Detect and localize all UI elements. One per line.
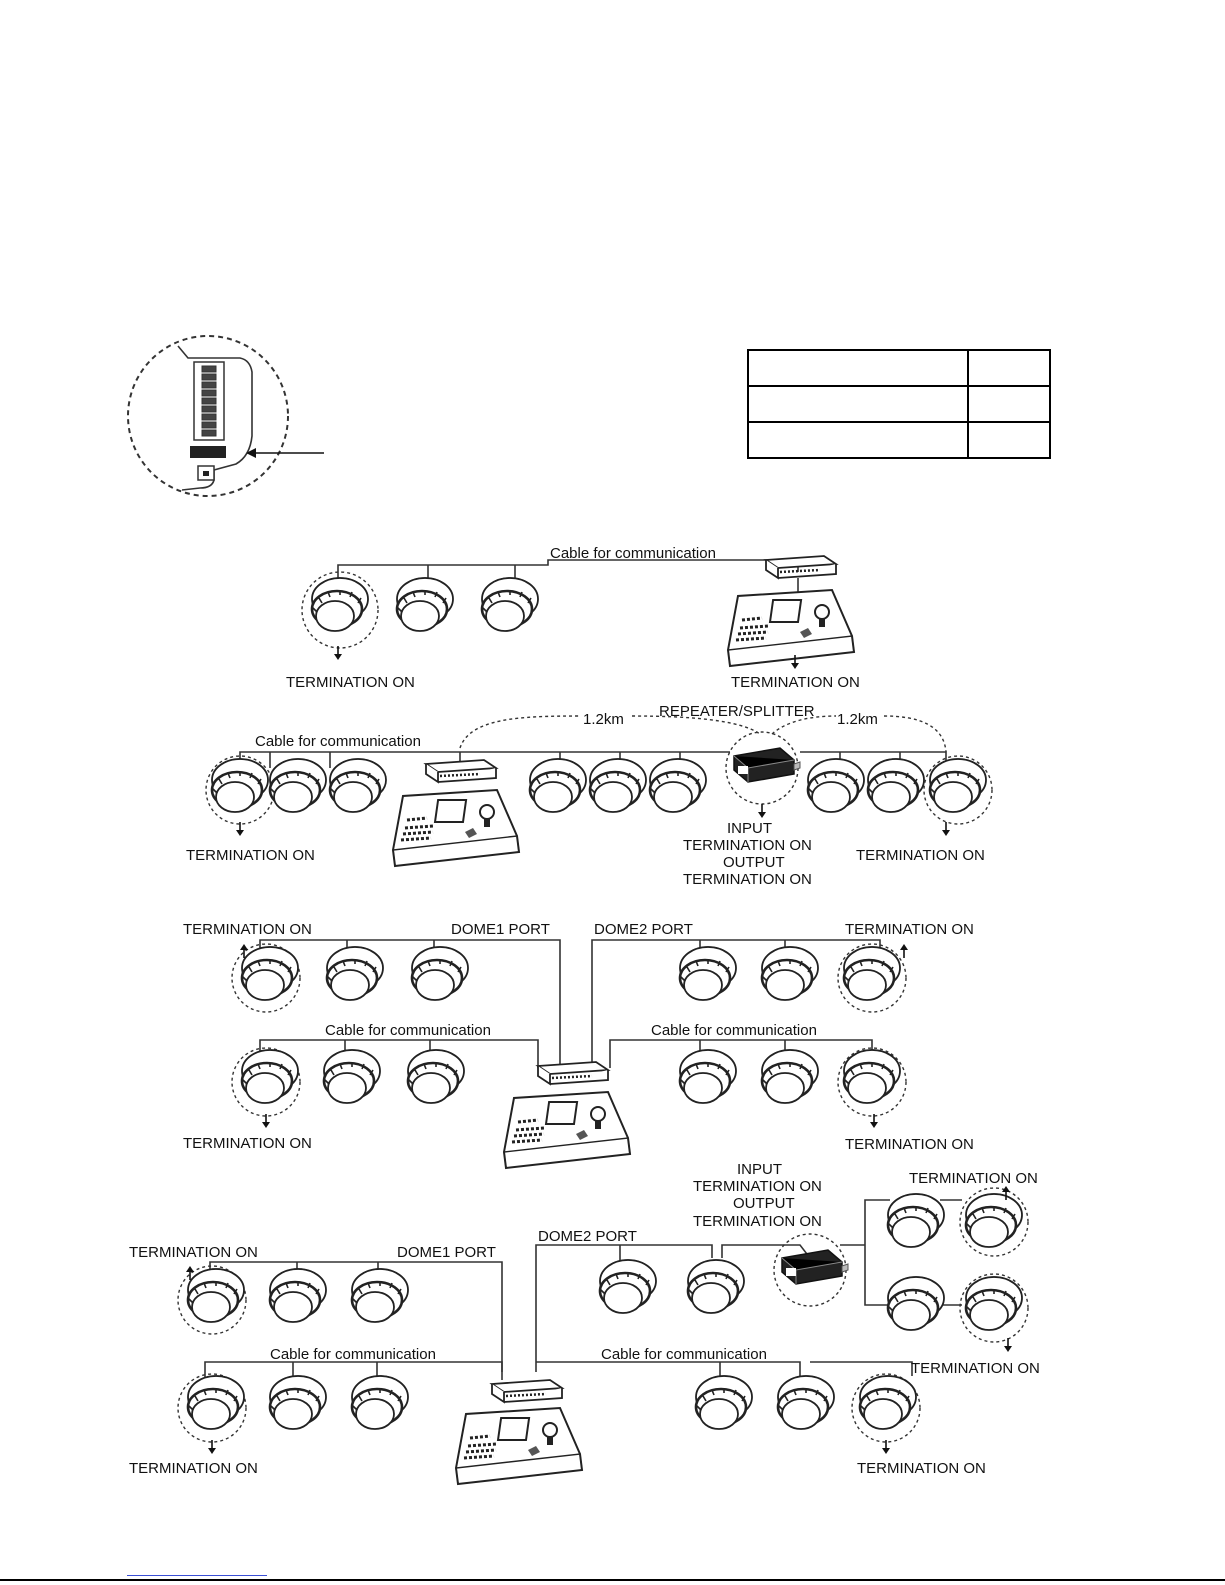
- dome-camera-icon: [866, 757, 926, 814]
- cable-label: Cable for communication: [270, 1346, 436, 1363]
- keyboard-controller-icon: [726, 588, 856, 668]
- dome-camera-icon: [186, 1374, 246, 1431]
- port-label: DOME1 PORT: [397, 1244, 496, 1261]
- cable-label: Cable for communication: [651, 1022, 817, 1039]
- dome-camera-icon: [480, 576, 540, 633]
- dome-camera-icon: [678, 1048, 738, 1105]
- dome-camera-icon: [928, 757, 988, 814]
- dome-camera-icon: [328, 757, 388, 814]
- termination-label: TERMINATION ON: [286, 674, 415, 691]
- distance-label: 1.2km: [583, 711, 624, 728]
- diagram-single-keyboard: Cable for communication TERMINATION ON T…: [286, 545, 860, 691]
- keyboard-controller-icon: [502, 1090, 632, 1170]
- termination-label: TERMINATION ON: [911, 1360, 1040, 1377]
- port-label: DOME1 PORT: [451, 921, 550, 938]
- cable-label: Cable for communication: [325, 1022, 491, 1039]
- repeater-label: REPEATER/SPLITTER: [659, 703, 815, 720]
- input-label: INPUT: [727, 820, 772, 837]
- input-label: INPUT: [737, 1161, 782, 1178]
- footer-link-underline[interactable]: [127, 1575, 267, 1576]
- dome-camera-icon: [842, 945, 902, 1002]
- dome-camera-icon: [240, 945, 300, 1002]
- dome-camera-icon: [350, 1374, 410, 1431]
- dome-camera-icon: [760, 1048, 820, 1105]
- dome-camera-icon: [410, 945, 470, 1002]
- dome-camera-icon: [268, 1374, 328, 1431]
- termination-label: TERMINATION ON: [909, 1170, 1038, 1187]
- diagram-dual-port: TERMINATION ON DOME1 PORT DOME2 PORT TER…: [183, 921, 974, 1170]
- dome-camera-icon: [588, 757, 648, 814]
- dome-camera-icon: [964, 1275, 1024, 1332]
- termination-label: TERMINATION ON: [683, 871, 812, 888]
- dome-camera-icon: [842, 1048, 902, 1105]
- termination-label: TERMINATION ON: [731, 674, 860, 691]
- table-row: [747, 385, 1051, 423]
- port-label: DOME2 PORT: [594, 921, 693, 938]
- cable-label: Cable for communication: [550, 545, 716, 562]
- dome-camera-icon: [528, 757, 588, 814]
- cable-label: Cable for communication: [255, 733, 421, 750]
- termination-label: TERMINATION ON: [186, 847, 315, 864]
- dome-camera-icon: [964, 1192, 1024, 1249]
- dome-camera-icon: [858, 1374, 918, 1431]
- keyboard-controller-icon: [454, 1406, 584, 1486]
- dome-camera-icon: [598, 1258, 658, 1315]
- receiver-box-icon: [490, 1378, 564, 1404]
- termination-label: TERMINATION ON: [845, 921, 974, 938]
- distance-label: 1.2km: [837, 711, 878, 728]
- dome-camera-icon: [406, 1048, 466, 1105]
- dome-camera-icon: [310, 576, 370, 633]
- termination-label: TERMINATION ON: [693, 1178, 822, 1195]
- termination-label: TERMINATION ON: [183, 1135, 312, 1152]
- dome-camera-icon: [395, 576, 455, 633]
- dome-camera-icon: [806, 757, 866, 814]
- termination-label: TERMINATION ON: [183, 921, 312, 938]
- dome-camera-icon: [694, 1374, 754, 1431]
- dome-camera-icon: [648, 757, 708, 814]
- dome-camera-icon: [760, 945, 820, 1002]
- termination-label: TERMINATION ON: [683, 837, 812, 854]
- dome-camera-icon: [886, 1192, 946, 1249]
- dome-camera-icon: [776, 1374, 836, 1431]
- diagram-dual-port-splitter: INPUT TERMINATION ON OUTPUT TERMINATION …: [129, 1161, 1040, 1486]
- termination-label: TERMINATION ON: [129, 1460, 258, 1477]
- repeater-splitter-icon: [733, 747, 801, 783]
- keyboard-controller-icon: [391, 788, 521, 868]
- spec-table: [747, 349, 1051, 459]
- dome-camera-icon: [268, 1267, 328, 1324]
- receiver-box-icon: [764, 554, 838, 580]
- dome-camera-icon: [350, 1267, 410, 1324]
- port-label: DOME2 PORT: [538, 1228, 637, 1245]
- dome-camera-icon: [678, 945, 738, 1002]
- receiver-box-icon: [536, 1060, 610, 1086]
- termination-label: TERMINATION ON: [693, 1213, 822, 1230]
- dome-camera-icon: [325, 945, 385, 1002]
- termination-label: TERMINATION ON: [845, 1136, 974, 1153]
- dip-switch-detail-icon: [127, 335, 324, 497]
- dome-camera-icon: [240, 1048, 300, 1105]
- output-label: OUTPUT: [723, 854, 785, 871]
- table-row: [747, 349, 1051, 387]
- termination-label: TERMINATION ON: [857, 1460, 986, 1477]
- dome-camera-icon: [186, 1267, 246, 1324]
- repeater-splitter-icon: [781, 1249, 849, 1285]
- dome-camera-icon: [268, 757, 328, 814]
- termination-label: TERMINATION ON: [856, 847, 985, 864]
- footer-rule: [0, 1579, 1225, 1581]
- dome-camera-icon: [686, 1258, 746, 1315]
- receiver-box-icon: [424, 758, 498, 784]
- output-label: OUTPUT: [733, 1195, 795, 1212]
- cable-label: Cable for communication: [601, 1346, 767, 1363]
- dome-camera-icon: [322, 1048, 382, 1105]
- dome-camera-icon: [886, 1275, 946, 1332]
- table-row: [747, 421, 1051, 459]
- termination-label: TERMINATION ON: [129, 1244, 258, 1261]
- diagram-repeater-splitter: REPEATER/SPLITTER 1.2km 1.2km Cable for …: [186, 703, 993, 888]
- dome-camera-icon: [210, 757, 270, 814]
